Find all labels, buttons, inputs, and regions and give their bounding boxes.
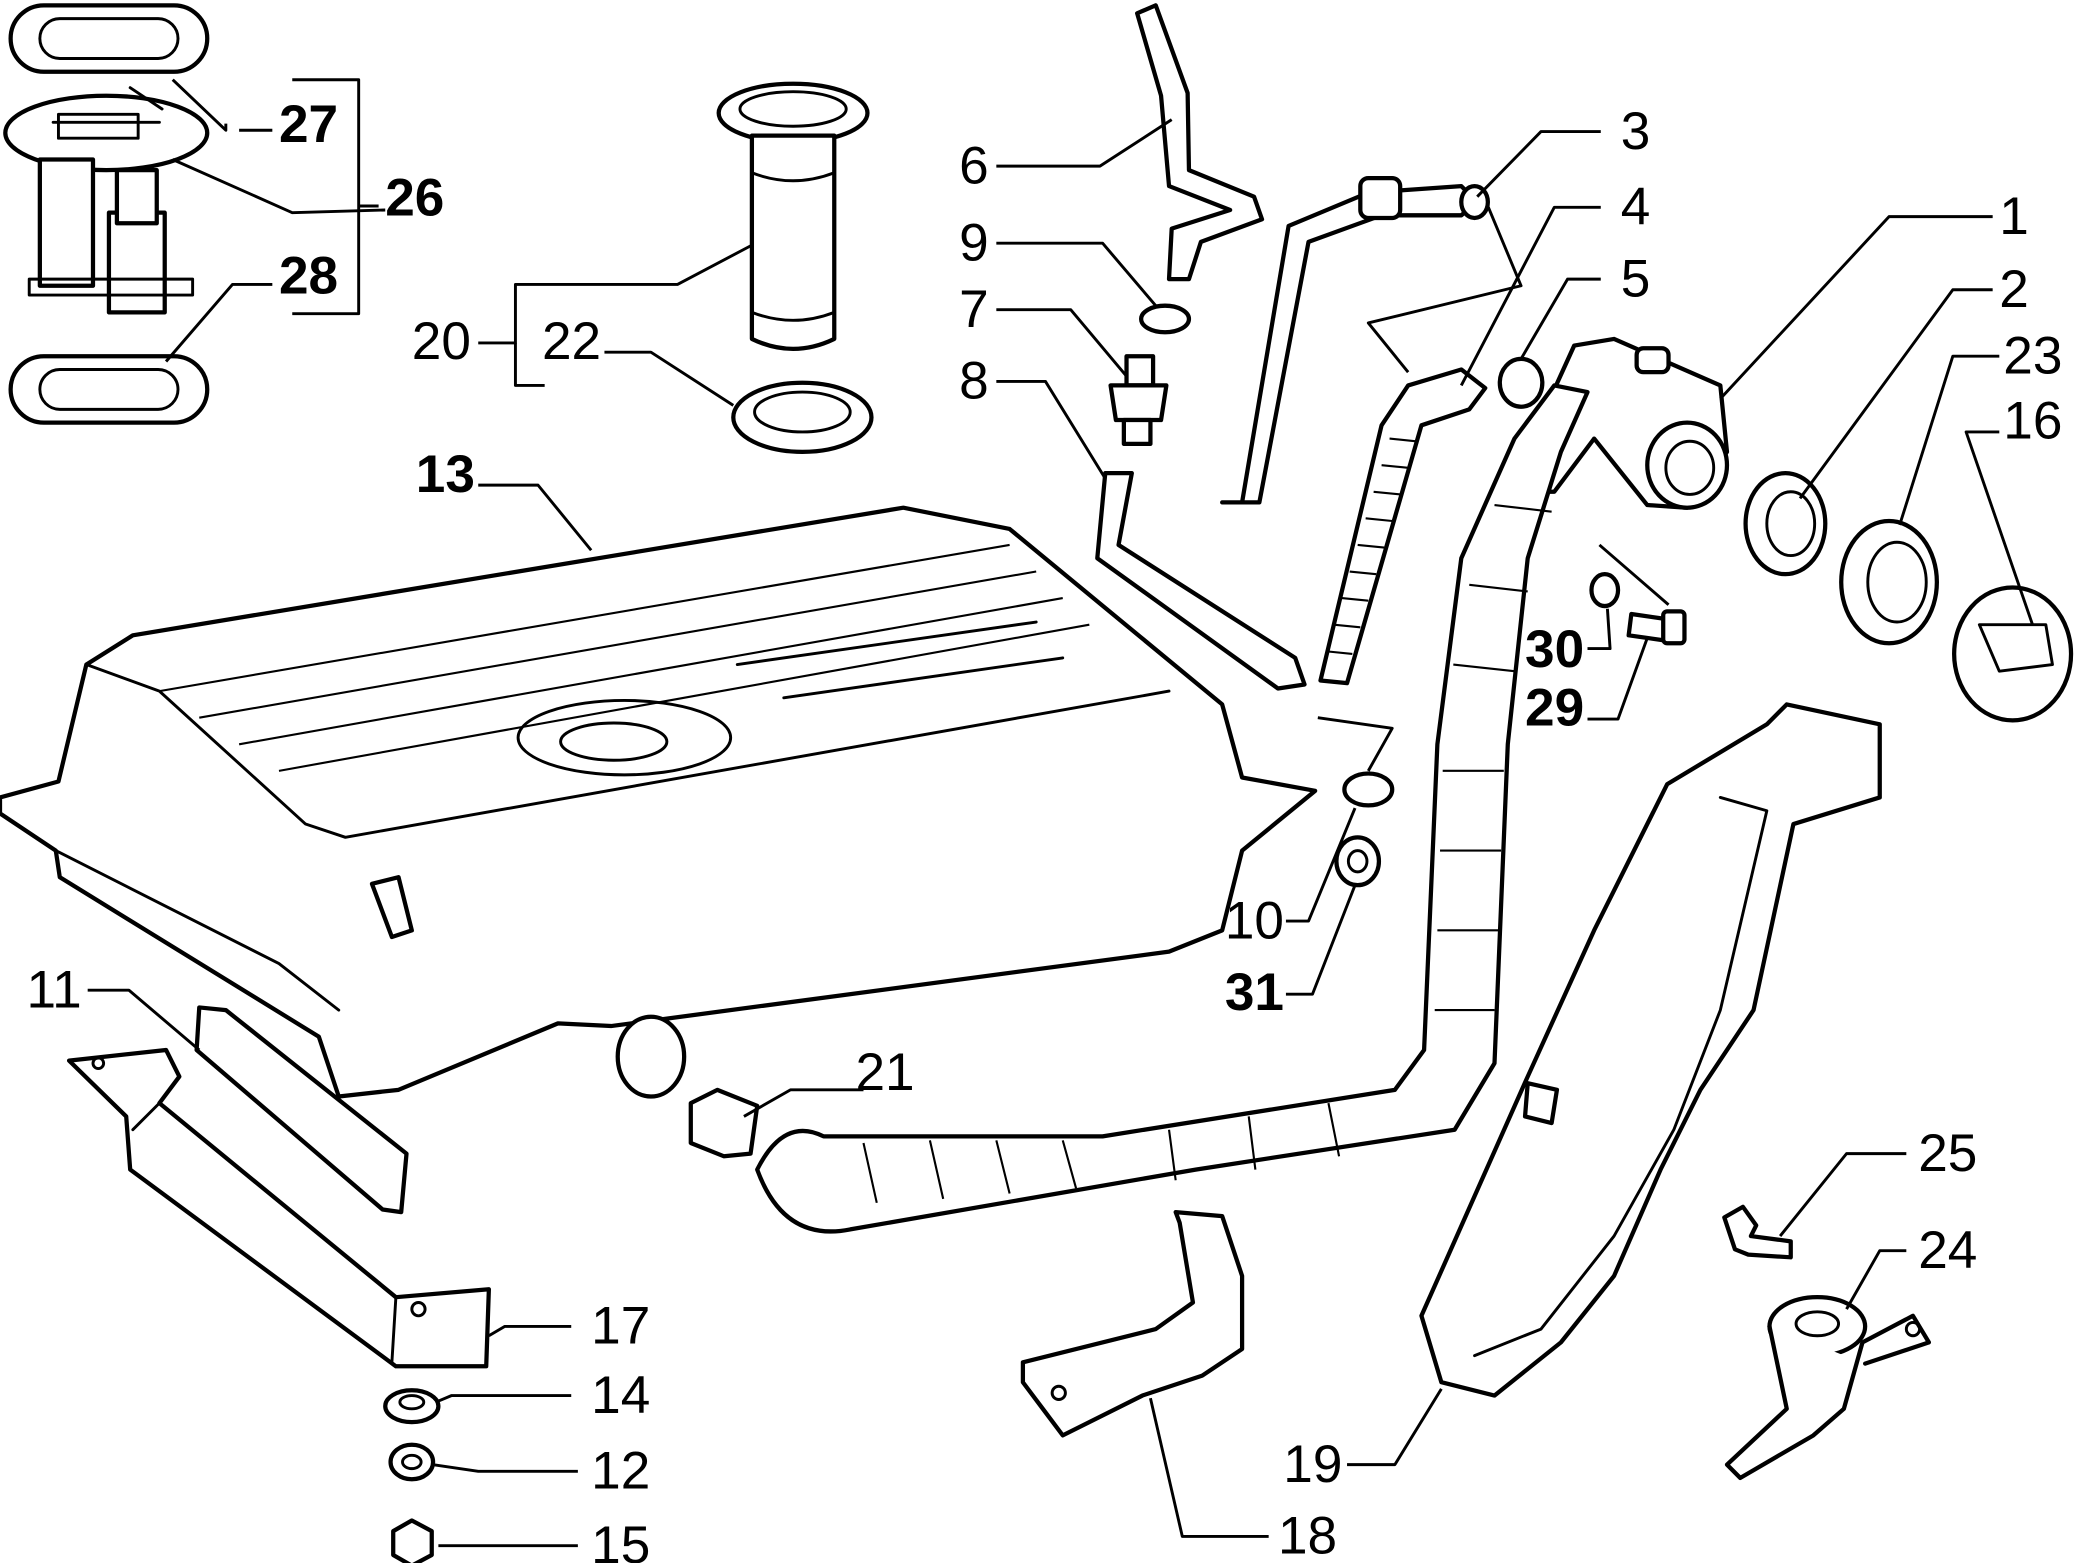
adapter-tube-part: [716, 81, 870, 352]
filler-hose-part: [755, 383, 1590, 1234]
callout-9: 9: [959, 213, 989, 272]
callout-26: 26: [385, 168, 444, 227]
callout-25: 25: [1918, 1124, 1977, 1183]
seal-2-part: [1743, 471, 1828, 577]
insulation-strip-part: [194, 1005, 409, 1215]
callout-10: 10: [1225, 891, 1284, 950]
sleeve-21-part: [688, 1087, 760, 1159]
shield-19-part: [1419, 702, 1882, 1398]
callout-2: 2: [1999, 260, 2029, 319]
callout-5: 5: [1621, 249, 1651, 308]
grommet-31-part: [1334, 835, 1382, 888]
pump-upper-gasket-part: [8, 3, 210, 74]
washer-30-part: [1589, 572, 1621, 609]
vent-hose-part: [1135, 3, 1265, 282]
breather-hose-part: [1318, 367, 1488, 686]
callout-24: 24: [1918, 1221, 1977, 1280]
fuel-tank-part: [0, 505, 1318, 1099]
callout-14: 14: [591, 1366, 650, 1425]
callout-31: 31: [1225, 963, 1284, 1022]
support-strap-part: [66, 1047, 491, 1369]
callout-3: 3: [1621, 102, 1651, 161]
callout-21: 21: [856, 1043, 915, 1102]
bracket-24-part: [1724, 1295, 1932, 1481]
callout-18: 18: [1278, 1507, 1337, 1563]
sealing-ring-part: [731, 380, 874, 455]
breather-pipe-part: [1220, 175, 1490, 505]
callout-13: 13: [416, 445, 475, 504]
callout-labels: 1 2 3 4 5 6 7 8 9 10 11 12 13 14 15 16 1…: [27, 95, 2063, 1563]
callout-23: 23: [2003, 326, 2062, 385]
fuel-cap-part: [1952, 585, 2074, 723]
pump-lower-gasket-part: [8, 354, 210, 425]
washer-12-part: [388, 1442, 436, 1482]
nut-15-part: [391, 1518, 434, 1563]
callout-17: 17: [591, 1297, 650, 1356]
ring-nut-part: [1839, 518, 1939, 646]
callout-30: 30: [1525, 620, 1584, 679]
callout-8: 8: [959, 352, 989, 411]
callout-19: 19: [1283, 1435, 1342, 1494]
bolt-29-part: [1626, 609, 1687, 646]
callout-7: 7: [959, 280, 989, 339]
callout-6: 6: [959, 136, 989, 195]
bolt-25-part: [1722, 1204, 1793, 1260]
callout-29: 29: [1525, 679, 1584, 738]
callout-1: 1: [1999, 187, 2029, 246]
leader-lines: [87, 78, 2034, 1548]
sleeve-5-part: [1497, 356, 1545, 409]
callout-22: 22: [542, 312, 601, 371]
hose-clamp-9-part: [1139, 303, 1192, 335]
callout-4: 4: [1621, 178, 1651, 237]
fuel-pump-sender-part: [3, 86, 210, 315]
callout-27: 27: [279, 95, 338, 154]
callout-28: 28: [279, 247, 338, 306]
vent-valve-part: [1108, 354, 1169, 447]
callout-12: 12: [591, 1442, 650, 1501]
support-bracket-part: [1020, 1209, 1245, 1438]
callout-15: 15: [591, 1516, 650, 1563]
spacer-14-part: [383, 1388, 441, 1425]
filler-neck-part: [1505, 336, 1730, 510]
callout-16: 16: [2003, 392, 2062, 451]
hose-clamp-10-part: [1342, 771, 1395, 808]
callout-20: 20: [412, 312, 471, 371]
vent-hose-8-part: [1095, 471, 1307, 691]
callout-11: 11: [27, 960, 82, 1019]
